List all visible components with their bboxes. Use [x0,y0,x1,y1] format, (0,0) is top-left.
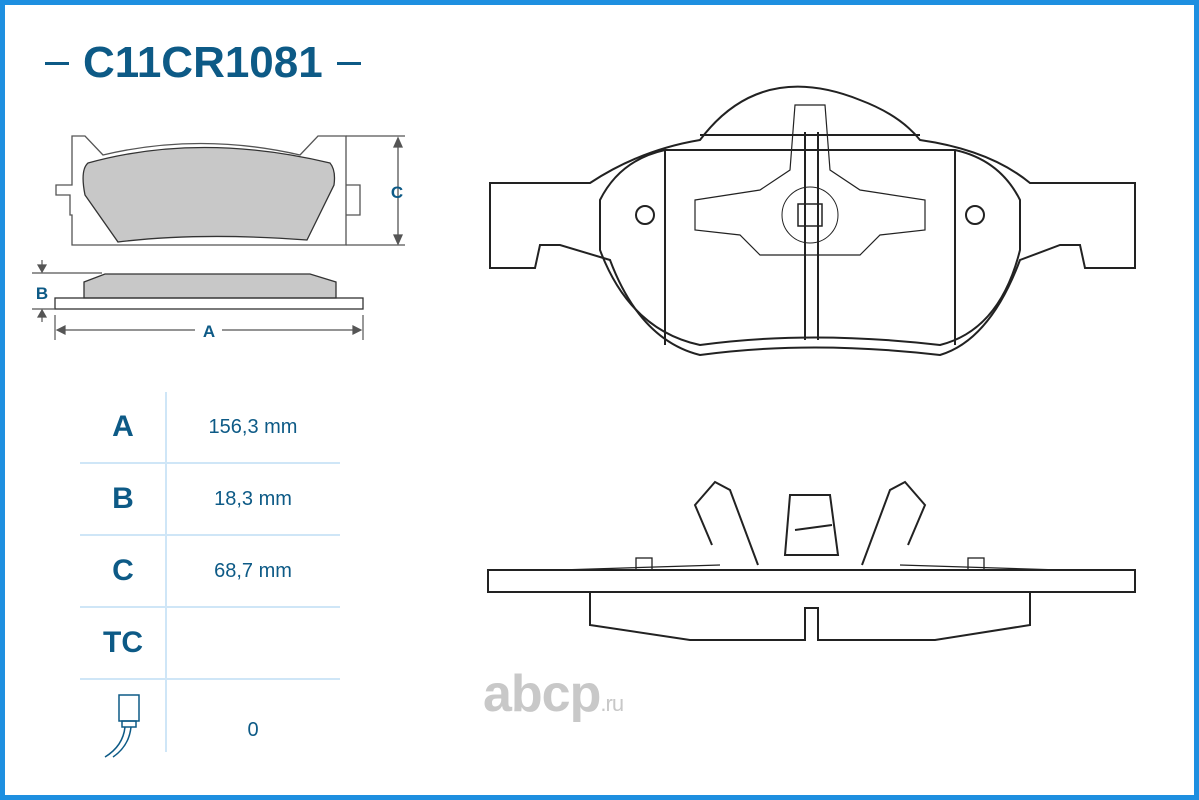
title-dash-right [336,61,361,65]
spec-table: A 156,3 mm B 18,3 mm C 68,7 mm TC 0 [80,392,340,780]
watermark-main: abcp [483,665,601,723]
spec-table-divider [165,392,167,752]
wear-sensor-icon [80,691,166,769]
spec-key: A [112,410,134,443]
spec-key: B [112,482,134,515]
spec-row-tc: TC [80,608,340,680]
spec-row-c: C 68,7 mm [80,536,340,608]
spec-value: 68,7 mm [214,559,292,582]
watermark: abcp.ru [483,664,624,724]
title-dash-left [45,61,69,65]
spec-row-b: B 18,3 mm [80,464,340,536]
pad-side-view [487,480,1136,641]
spec-value: 156,3 mm [208,415,298,438]
pad-dimension-drawing: C B A [32,135,405,341]
spec-value: 18,3 mm [214,487,292,510]
part-number-title: C11CR1081 [45,38,361,88]
spec-value: 0 [247,718,259,741]
dim-label-a: A [203,322,215,341]
pad-front-view [489,85,1136,357]
dim-label-b: B [36,284,48,303]
spec-key: C [112,554,134,587]
dim-label-c: C [391,183,403,202]
part-number: C11CR1081 [83,38,323,87]
spec-row-sensor: 0 [80,680,340,780]
spec-row-a: A 156,3 mm [80,392,340,464]
spec-key: TC [103,626,143,659]
watermark-suffix: .ru [600,691,624,716]
